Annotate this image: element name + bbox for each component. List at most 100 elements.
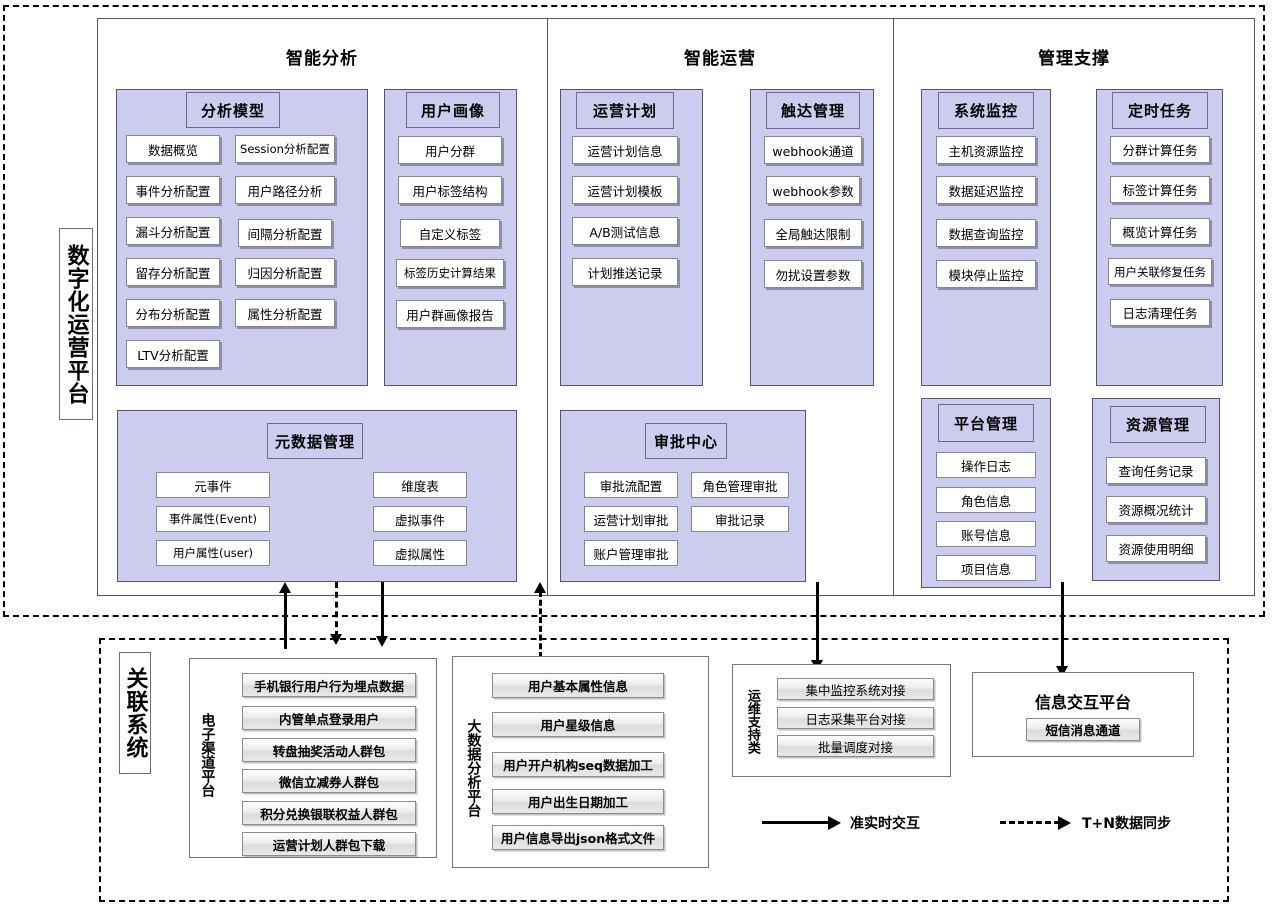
leaf-meta-event[interactable]: 元事件 <box>156 472 270 498</box>
bigdata-item-1[interactable]: 用户星级信息 <box>492 712 664 737</box>
section-title-management: 管理支撑 <box>1038 49 1110 69</box>
echannel-item-1[interactable]: 内管单点登录用户 <box>242 706 416 730</box>
legend-solid-label: 准实时交互 <box>850 816 920 832</box>
leaf-role-info[interactable]: 角色信息 <box>936 487 1036 513</box>
leaf-approval-flow-config[interactable]: 审批流配置 <box>584 472 678 498</box>
section-divider-1 <box>547 19 548 595</box>
leaf-role-management-approval[interactable]: 角色管理审批 <box>691 472 789 498</box>
leaf-user-segmentation[interactable]: 用户分群 <box>398 136 502 164</box>
leaf-ltv-analysis-config[interactable]: LTV分析配置 <box>126 340 220 368</box>
leaf-dnd-settings-params[interactable]: 勿扰设置参数 <box>764 260 862 288</box>
leaf-operation-log[interactable]: 操作日志 <box>936 452 1036 478</box>
echannel-item-5[interactable]: 运营计划人群包下载 <box>242 832 416 856</box>
group-resource-management-title: 资源管理 <box>1110 406 1206 443</box>
leaf-distribution-analysis-config[interactable]: 分布分析配置 <box>126 299 220 327</box>
group-system-monitor-title: 系统监控 <box>938 92 1034 129</box>
leaf-retention-analysis-config[interactable]: 留存分析配置 <box>126 258 220 286</box>
echannel-item-0[interactable]: 手机银行用户行为埋点数据 <box>242 673 416 697</box>
leaf-webhook-params[interactable]: webhook参数 <box>766 176 860 204</box>
leaf-interval-analysis-config[interactable]: 间隔分析配置 <box>238 219 332 247</box>
leaf-project-info[interactable]: 项目信息 <box>936 555 1036 581</box>
leaf-virtual-event[interactable]: 虚拟事件 <box>373 506 467 532</box>
leaf-data-query-monitor[interactable]: 数据查询监控 <box>936 219 1036 247</box>
ops-item-1[interactable]: 日志采集平台对接 <box>777 707 934 729</box>
leaf-approval-record[interactable]: 审批记录 <box>691 506 789 532</box>
leaf-data-delay-monitor[interactable]: 数据延迟监控 <box>936 176 1036 204</box>
arrow-up-dashed-1-head <box>534 582 546 593</box>
leaf-user-relation-repair-task[interactable]: 用户关联修复任务 <box>1108 258 1212 285</box>
arrow-down-dashed-1 <box>335 582 338 637</box>
messaging-item-0[interactable]: 短信消息通道 <box>1026 718 1140 741</box>
legend-dashed-line <box>1000 821 1060 824</box>
arrow-down-solid-2 <box>816 582 819 662</box>
section-title-operation: 智能运营 <box>684 49 756 69</box>
arrow-up-solid-1 <box>284 591 287 649</box>
leaf-data-overview[interactable]: 数据概览 <box>126 135 220 163</box>
leaf-segment-calc-task[interactable]: 分群计算任务 <box>1110 136 1210 163</box>
echannel-item-4[interactable]: 积分兑换银联权益人群包 <box>242 801 416 825</box>
leaf-funnel-analysis-config[interactable]: 漏斗分析配置 <box>126 217 220 245</box>
subsystem-messaging <box>972 672 1194 757</box>
leaf-event-analysis-config[interactable]: 事件分析配置 <box>126 176 220 204</box>
section-title-analysis: 智能分析 <box>286 49 358 69</box>
group-metadata-title: 元数据管理 <box>267 423 363 459</box>
related-systems-vertical-title: 关联系统 <box>119 652 151 774</box>
legend-solid-line <box>762 821 830 824</box>
leaf-attribution-analysis-config[interactable]: 归因分析配置 <box>235 258 335 286</box>
leaf-user-group-profile-report[interactable]: 用户群画像报告 <box>396 300 504 328</box>
leaf-overview-calc-task[interactable]: 概览计算任务 <box>1110 218 1210 245</box>
leaf-virtual-property[interactable]: 虚拟属性 <box>373 540 467 566</box>
platform-vertical-title: 数字化运营平台 <box>59 228 93 420</box>
leaf-tag-history-result[interactable]: 标签历史计算结果 <box>396 259 504 287</box>
echannel-item-3[interactable]: 微信立减券人群包 <box>242 769 416 793</box>
group-approval-center-title: 审批中心 <box>645 423 727 459</box>
arrow-up-dashed-1 <box>539 591 542 658</box>
leaf-resource-usage-detail[interactable]: 资源使用明细 <box>1106 535 1206 562</box>
related-systems-frame <box>99 638 1229 902</box>
bigdata-item-2[interactable]: 用户开户机构seq数据加工 <box>492 752 664 777</box>
leaf-webhook-channel[interactable]: webhook通道 <box>764 136 862 164</box>
arrow-down-solid-1 <box>381 582 384 638</box>
leaf-global-reach-limit[interactable]: 全局触达限制 <box>764 219 862 247</box>
leaf-custom-tag[interactable]: 自定义标签 <box>400 219 500 247</box>
arrow-up-solid-1-head <box>279 582 291 593</box>
leaf-query-task-record[interactable]: 查询任务记录 <box>1106 457 1206 484</box>
leaf-operation-plan-template[interactable]: 运营计划模板 <box>572 176 678 204</box>
leaf-operation-plan-approval[interactable]: 运营计划审批 <box>584 506 678 532</box>
leaf-event-property[interactable]: 事件属性(Event) <box>156 506 270 532</box>
leaf-module-stop-monitor[interactable]: 模块停止监控 <box>936 260 1036 288</box>
ops-item-2[interactable]: 批量调度对接 <box>777 735 934 757</box>
leaf-property-analysis-config[interactable]: 属性分析配置 <box>235 299 335 327</box>
group-scheduled-tasks-title: 定时任务 <box>1112 92 1208 129</box>
bigdata-item-3[interactable]: 用户出生日期加工 <box>492 789 664 814</box>
group-reach-management-title: 触达管理 <box>766 92 860 129</box>
leaf-resource-overview-stats[interactable]: 资源概况统计 <box>1106 496 1206 523</box>
group-operation-plan-title: 运营计划 <box>576 92 674 129</box>
subsystem-echannel-title: 电子渠道平台 <box>199 713 216 797</box>
group-platform-management-title: 平台管理 <box>938 404 1034 442</box>
subsystem-bigdata-title: 大数据分析平台 <box>465 719 482 817</box>
leaf-tag-calc-task[interactable]: 标签计算任务 <box>1110 176 1210 203</box>
leaf-plan-push-record[interactable]: 计划推送记录 <box>572 258 678 286</box>
leaf-account-management-approval[interactable]: 账户管理审批 <box>584 540 678 566</box>
leaf-log-cleanup-task[interactable]: 日志清理任务 <box>1110 299 1210 326</box>
arrow-down-solid-1-head <box>376 636 388 647</box>
platform-outer-frame <box>3 5 1265 617</box>
leaf-user-path-analysis[interactable]: 用户路径分析 <box>235 176 335 204</box>
bigdata-item-4[interactable]: 用户信息导出json格式文件 <box>492 825 664 850</box>
section-divider-2 <box>893 19 894 595</box>
subsystem-messaging-title: 信息交互平台 <box>1034 693 1131 712</box>
leaf-host-resource-monitor[interactable]: 主机资源监控 <box>936 136 1036 164</box>
leaf-account-info[interactable]: 账号信息 <box>936 521 1036 547</box>
legend-solid-head <box>828 816 841 830</box>
echannel-item-2[interactable]: 转盘抽奖活动人群包 <box>242 738 416 762</box>
leaf-user-tag-structure[interactable]: 用户标签结构 <box>398 176 502 204</box>
ops-item-0[interactable]: 集中监控系统对接 <box>777 678 934 700</box>
leaf-dimension-table[interactable]: 维度表 <box>373 472 467 498</box>
subsystem-ops-title: 运维支持类 <box>744 688 760 754</box>
leaf-ab-test-info[interactable]: A/B测试信息 <box>572 217 678 245</box>
leaf-operation-plan-info[interactable]: 运营计划信息 <box>572 136 678 164</box>
bigdata-item-0[interactable]: 用户基本属性信息 <box>492 673 664 698</box>
leaf-session-analysis-config[interactable]: Session分析配置 <box>235 135 335 163</box>
leaf-user-property[interactable]: 用户属性(user) <box>156 540 270 566</box>
